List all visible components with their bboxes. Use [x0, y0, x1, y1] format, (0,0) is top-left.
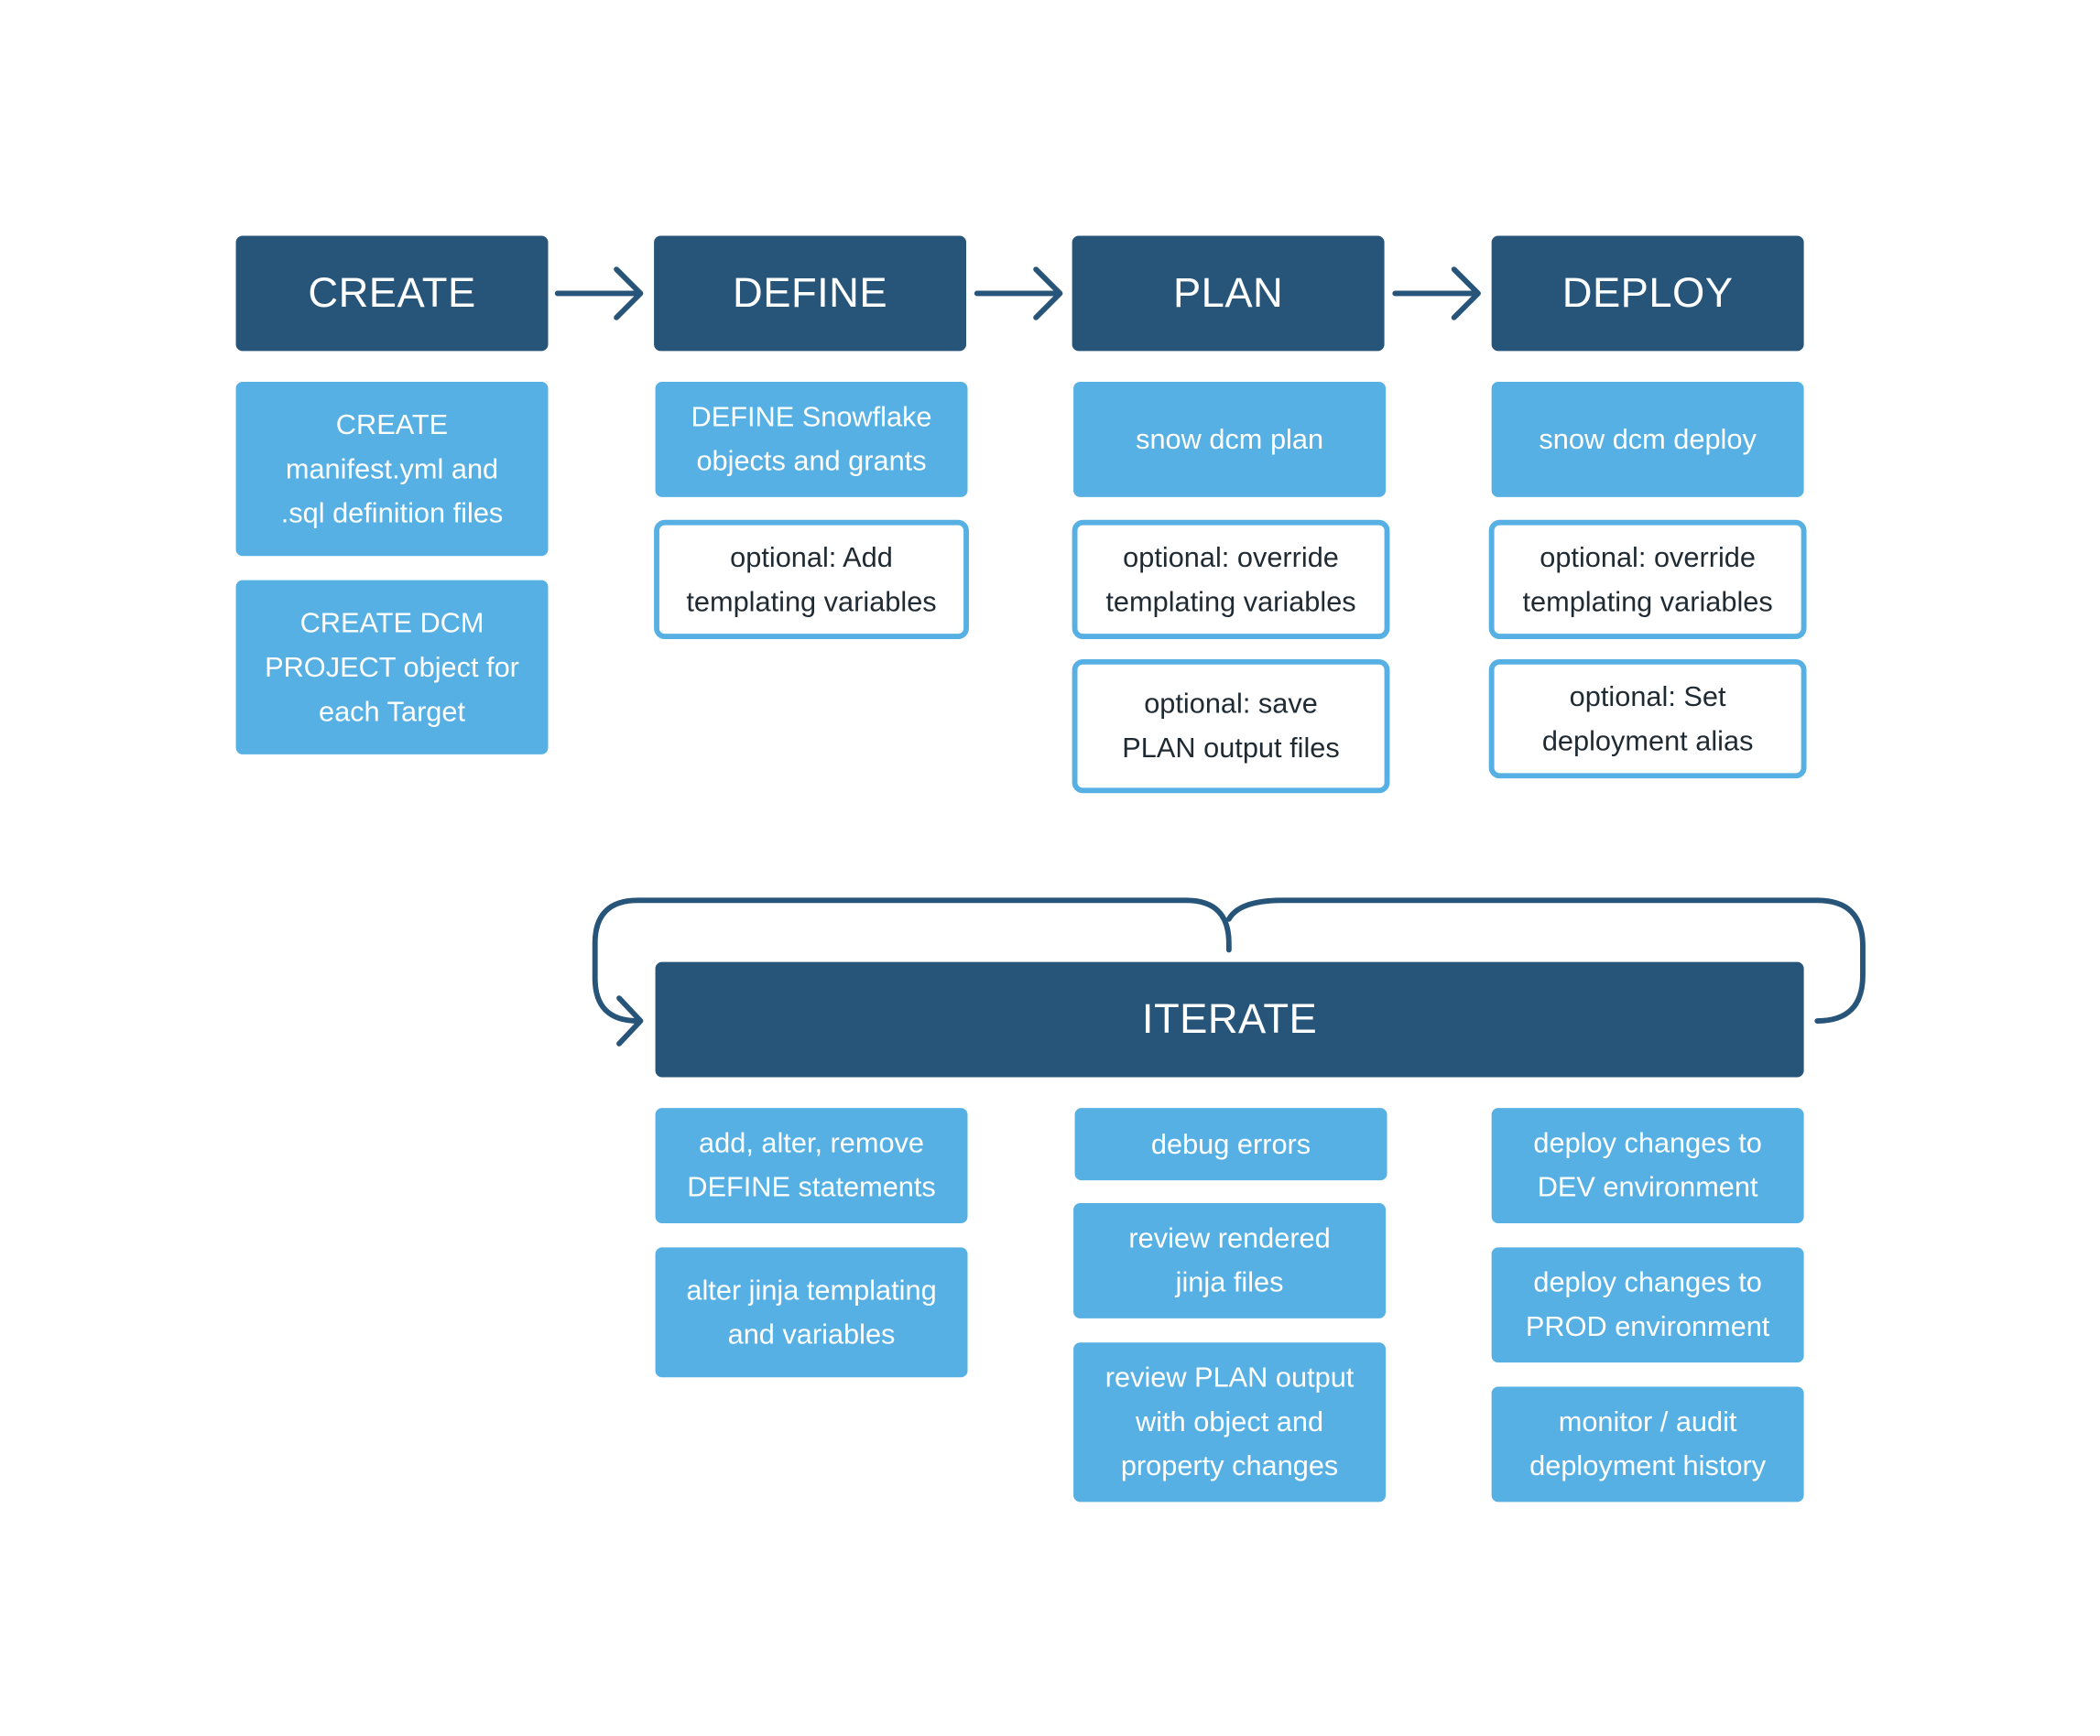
iterate-step: monitor / audit deployment history [1491, 1386, 1804, 1503]
iterate-step: deploy changes to PROD environment [1491, 1247, 1804, 1363]
stage-deploy: DEPLOY [1491, 235, 1804, 352]
deploy-step: snow dcm deploy [1491, 382, 1804, 497]
create-step: CREATE manifest.yml and .sql definition … [235, 382, 549, 557]
create-step: CREATE DCM PROJECT object for each Targe… [235, 580, 549, 754]
iterate-step: alter jinja templating and variables [655, 1247, 968, 1378]
define-option: optional: Add templating variables [654, 519, 969, 639]
iterate-return-arrow [1225, 897, 1866, 1024]
deploy-option: optional: Set deployment alias [1488, 658, 1807, 779]
stage-iterate: ITERATE [655, 961, 1804, 1078]
plan-option: optional: override templating variables [1072, 519, 1390, 639]
arrow-define-to-plan [974, 266, 1063, 320]
arrow-plan-to-deploy [1392, 266, 1481, 320]
arrow-create-to-define [554, 266, 644, 320]
deploy-option: optional: override templating variables [1488, 519, 1807, 639]
iterate-loop-arrow [592, 897, 1232, 1047]
plan-option: optional: save PLAN output files [1072, 658, 1390, 794]
iterate-step: debug errors [1074, 1108, 1387, 1181]
stage-create: CREATE [235, 235, 549, 352]
plan-step: snow dcm plan [1073, 382, 1387, 497]
iterate-step: review rendered jinja files [1073, 1203, 1387, 1318]
stage-plan: PLAN [1072, 235, 1385, 352]
iterate-step: deploy changes to DEV environment [1491, 1108, 1804, 1223]
stage-define: DEFINE [654, 235, 967, 352]
define-step: DEFINE Snowflake objects and grants [655, 382, 968, 497]
iterate-step: review PLAN output with object and prope… [1073, 1342, 1387, 1503]
iterate-step: add, alter, remove DEFINE statements [655, 1108, 968, 1223]
